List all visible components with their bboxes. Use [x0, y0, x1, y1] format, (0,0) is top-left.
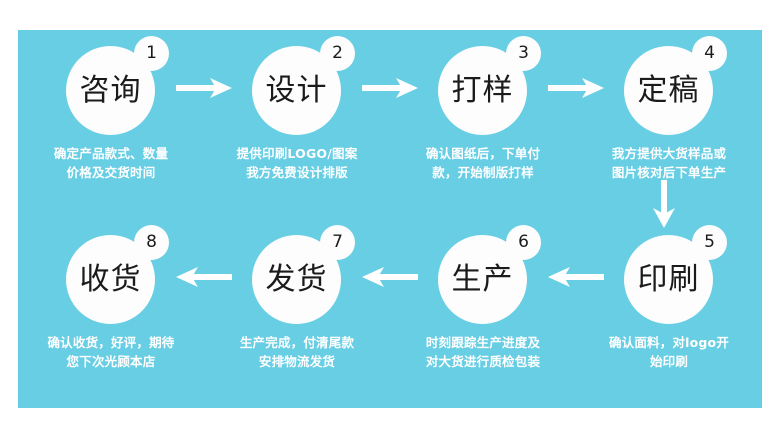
flow-step-6-title: 生产: [451, 261, 514, 297]
flow-step-2-badge: 2: [320, 36, 355, 71]
flow-step-5-number: 5: [704, 232, 715, 252]
arrow-right-icon: [362, 77, 418, 99]
flow-step-1-number: 1: [146, 43, 157, 63]
flow-step-4[interactable]: 定稿 4 我方提供大货样品或 图片核对后下单生产: [576, 36, 762, 219]
flow-step-1-description: 确定产品款式、数量 价格及交货时间: [18, 144, 204, 183]
flow-step-1-desc-line-2: 价格及交货时间: [66, 165, 156, 181]
flow-step-7-desc-line-2: 安排物流发货: [258, 354, 336, 370]
flow-step-2[interactable]: 设计 2 提供印刷LOGO/图案 我方免费设计排版: [204, 36, 390, 219]
flow-step-3-desc-line-2: 款，开始制版打样: [432, 165, 534, 181]
flow-step-7[interactable]: 发货 7 生产完成，付清尾款 安排物流发货: [204, 225, 390, 408]
flow-step-7-bubble: 发货 7: [204, 225, 390, 329]
flow-step-8-number: 8: [146, 232, 157, 252]
flow-step-2-bubble: 设计 2: [204, 36, 390, 140]
arrow-down-icon: [652, 180, 676, 228]
flow-step-5-title: 印刷: [637, 261, 700, 297]
flow-step-8-desc-line-2: 您下次光顾本店: [66, 354, 156, 370]
flow-step-3-desc-line-1: 确认图纸后，下单付: [425, 146, 541, 161]
flow-step-1[interactable]: 咨询 1 确定产品款式、数量 价格及交货时间: [18, 36, 204, 219]
flow-step-2-desc-line-2: 我方免费设计排版: [246, 165, 348, 181]
flow-step-7-badge: 7: [320, 225, 355, 260]
flow-step-3-description: 确认图纸后，下单付 款，开始制版打样: [390, 144, 576, 183]
flow-step-4-number: 4: [704, 43, 715, 63]
flow-step-3[interactable]: 打样 3 确认图纸后，下单付 款，开始制版打样: [390, 36, 576, 219]
arrow-left-icon: [548, 266, 604, 288]
flow-step-7-title: 发货: [265, 261, 328, 297]
flow-step-8-badge: 8: [134, 225, 169, 260]
flow-step-4-description: 我方提供大货样品或 图片核对后下单生产: [576, 144, 762, 183]
flow-step-8-description: 确认收货，好评，期待 您下次光顾本店: [18, 333, 204, 372]
flow-step-4-circle[interactable]: 定稿: [624, 46, 713, 135]
arrow-left-icon: [176, 266, 232, 288]
flow-step-4-desc-line-1: 我方提供大货样品或: [611, 146, 727, 161]
flow-step-5-desc-line-1: 确认面料，对logo开: [608, 335, 730, 350]
process-flow-panel: 咨询 1 确定产品款式、数量 价格及交货时间 设计: [18, 30, 762, 408]
flow-row-bottom: 收货 8 确认收货，好评，期待 您下次光顾本店 发货: [18, 219, 762, 408]
flow-step-5-bubble: 印刷 5: [576, 225, 762, 329]
flow-step-8[interactable]: 收货 8 确认收货，好评，期待 您下次光顾本店: [18, 225, 204, 408]
flow-step-8-bubble: 收货 8: [18, 225, 204, 329]
flow-step-5-circle[interactable]: 印刷: [624, 235, 713, 324]
flow-step-3-badge: 3: [506, 36, 541, 71]
flow-step-4-desc-line-2: 图片核对后下单生产: [611, 165, 727, 181]
flow-step-5-badge: 5: [692, 225, 727, 260]
flow-step-6-desc-line-2: 对大货进行质检包装: [425, 354, 541, 370]
flow-step-4-bubble: 定稿 4: [576, 36, 762, 140]
flow-step-6-description: 时刻跟踪生产进度及 对大货进行质检包装: [390, 333, 576, 372]
flow-step-5[interactable]: 印刷 5 确认面料，对logo开 始印刷: [576, 225, 762, 408]
flow-step-6-badge: 6: [506, 225, 541, 260]
flow-step-5-desc-line-2: 始印刷: [649, 354, 689, 370]
flow-step-5-description: 确认面料，对logo开 始印刷: [576, 333, 762, 372]
flow-step-1-bubble: 咨询 1: [18, 36, 204, 140]
flow-step-8-title: 收货: [79, 261, 142, 297]
flow-step-4-badge: 4: [692, 36, 727, 71]
arrow-left-icon: [362, 266, 418, 288]
flow-step-7-desc-line-1: 生产完成，付清尾款: [239, 335, 355, 350]
flow-step-6-desc-line-1: 时刻跟踪生产进度及: [425, 335, 541, 350]
flow-step-1-badge: 1: [134, 36, 169, 71]
flow-step-1-title: 咨询: [79, 72, 142, 108]
flow-step-3-number: 3: [518, 43, 529, 63]
flow-step-3-bubble: 打样 3: [390, 36, 576, 140]
flow-step-4-title: 定稿: [637, 72, 700, 108]
flow-step-7-number: 7: [332, 232, 343, 252]
arrow-right-icon: [548, 77, 604, 99]
flow-step-3-title: 打样: [451, 72, 514, 108]
flow-step-1-desc-line-1: 确定产品款式、数量: [53, 146, 169, 161]
flow-step-6-bubble: 生产 6: [390, 225, 576, 329]
flow-step-6-number: 6: [518, 232, 529, 252]
flow-step-2-desc-line-1: 提供印刷LOGO/图案: [236, 146, 358, 161]
flow-step-8-desc-line-1: 确认收货，好评，期待: [47, 335, 175, 350]
flow-step-7-description: 生产完成，付清尾款 安排物流发货: [204, 333, 390, 372]
flow-row-top: 咨询 1 确定产品款式、数量 价格及交货时间 设计: [18, 30, 762, 228]
flow-step-2-description: 提供印刷LOGO/图案 我方免费设计排版: [204, 144, 390, 183]
flow-step-2-title: 设计: [265, 72, 328, 108]
arrow-right-icon: [176, 77, 232, 99]
flow-step-2-number: 2: [332, 43, 343, 63]
flow-step-6[interactable]: 生产 6 时刻跟踪生产进度及 对大货进行质检包装: [390, 225, 576, 408]
